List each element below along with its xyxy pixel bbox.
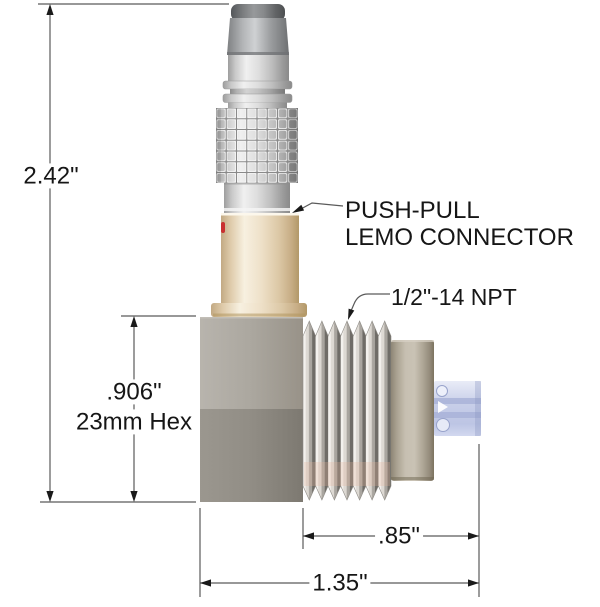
dim-overall-length-label: 1.35" [309, 570, 371, 596]
dim-hex-note-label: 23mm Hex [72, 409, 196, 435]
arrow-left-85 [303, 532, 314, 540]
callout-leaders [292, 202, 390, 320]
lemo-red-index-dot [221, 222, 225, 233]
connector-cap [227, 4, 289, 55]
connector-base-flange [211, 303, 307, 317]
connector-collar [224, 183, 290, 213]
leader-lemo-arrowhead [292, 204, 305, 213]
npt-threads [302, 320, 392, 501]
lemo-connector-callout: PUSH-PULL LEMO CONNECTOR [345, 197, 574, 251]
leader-npt-arrowhead [348, 308, 355, 320]
arrow-right-85 [468, 532, 479, 540]
dimension-lines [38, 3, 480, 597]
hex-body [200, 317, 303, 502]
lemo-callout-line2: LEMO CONNECTOR [345, 224, 574, 251]
arrow-up-242 [46, 4, 54, 15]
pin-top [436, 385, 448, 397]
arrow-up-906 [130, 316, 138, 327]
leader-npt [350, 293, 390, 312]
dim-hex-height-label: .906" [103, 379, 165, 405]
dim-overall-height-label: 2.42" [20, 163, 82, 189]
pin-block [434, 381, 481, 436]
connector-beige-body [221, 213, 299, 303]
dimension-arrowheads [46, 4, 479, 587]
connector-upper-body [228, 55, 289, 82]
arrow-left-135 [200, 579, 211, 587]
lemo-connector-figure [200, 4, 481, 502]
arrow-down-242 [46, 491, 54, 502]
connector-knurled-grip [216, 108, 298, 183]
arrow-right-135 [468, 579, 479, 587]
connector-ring-grooves [222, 80, 293, 108]
npt-thread-callout: 1/2"-14 NPT [391, 284, 517, 310]
leader-lemo [298, 202, 344, 211]
pin-middle [438, 401, 448, 413]
arrow-down-906 [130, 491, 138, 502]
pin-bottom [436, 418, 450, 432]
lemo-callout-line1: PUSH-PULL [345, 197, 480, 224]
dim-thread-length-label: .85" [375, 523, 423, 549]
mounting-flange [391, 340, 434, 481]
